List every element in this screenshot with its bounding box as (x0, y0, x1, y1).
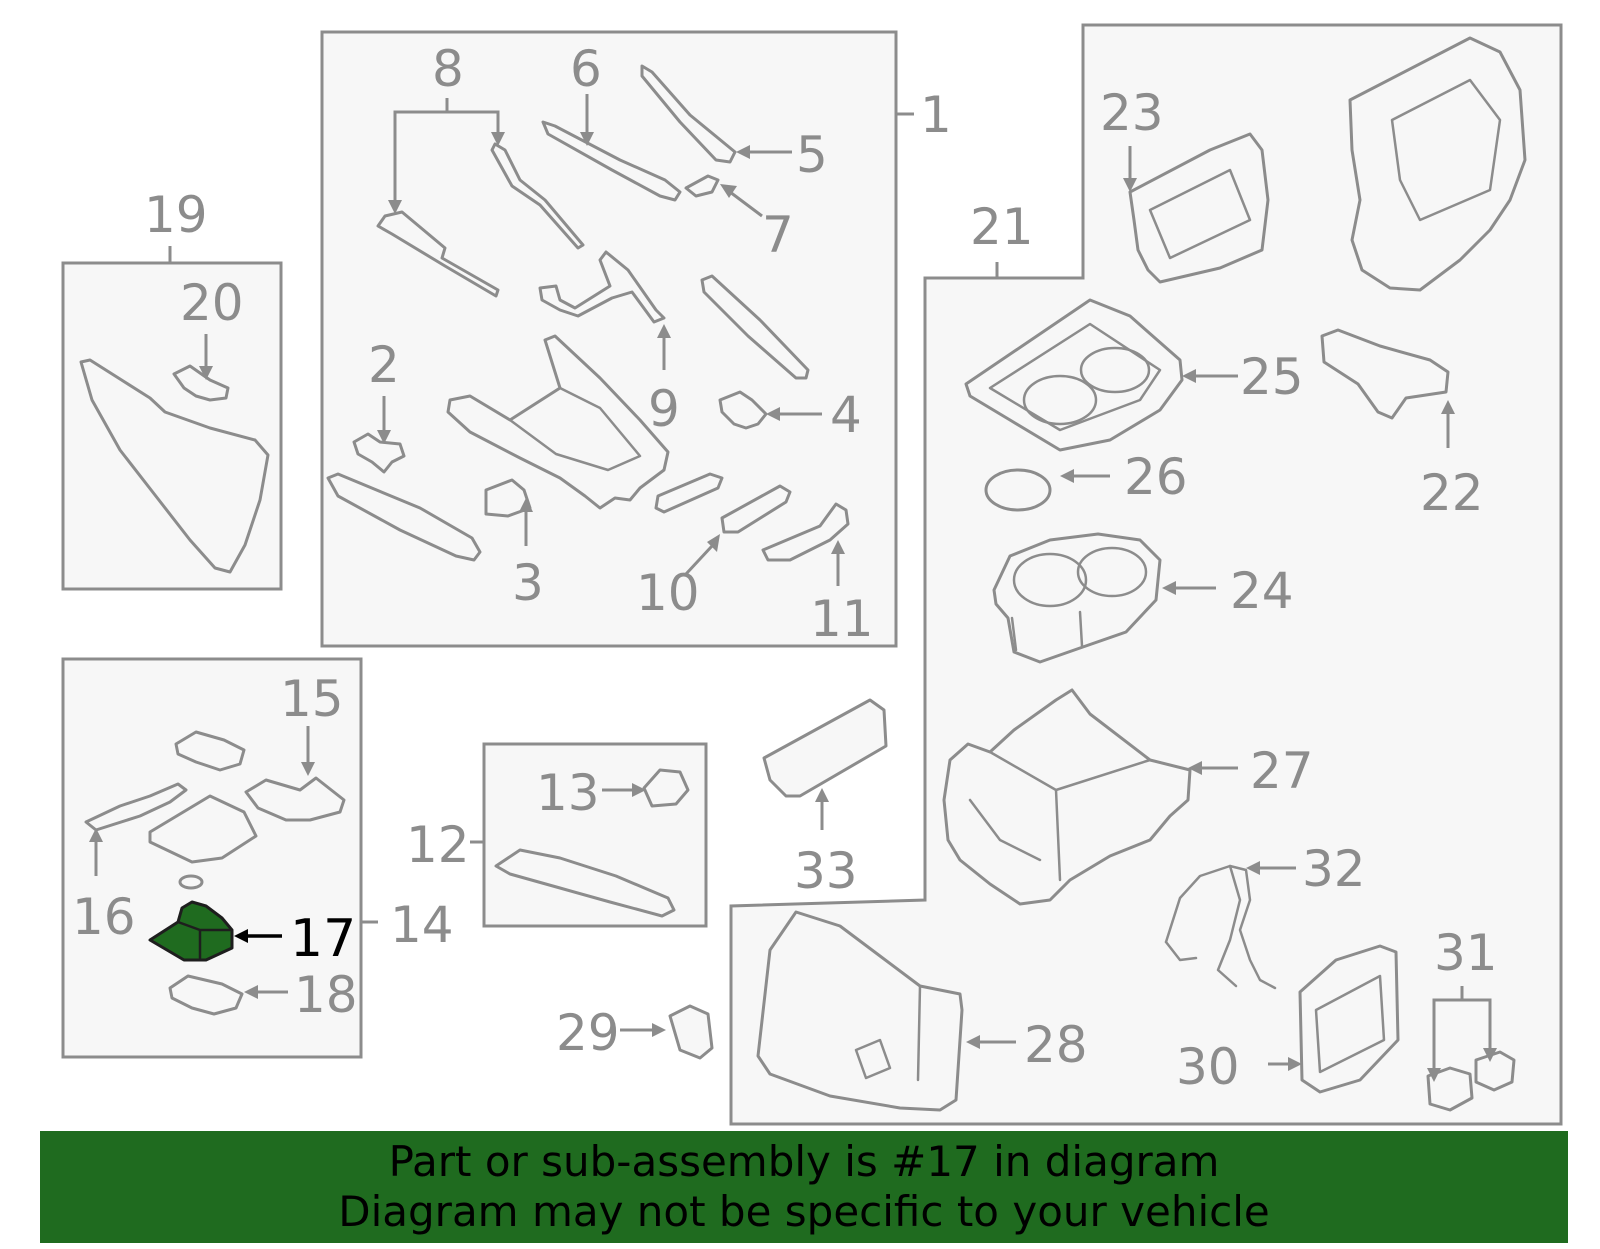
part-16 (84, 782, 188, 832)
part-25 (964, 298, 1184, 452)
leader-lines (89, 94, 1497, 1082)
callout-30: 30 (1176, 1038, 1240, 1096)
callout-labels: 1 2 3 4 5 6 7 8 9 10 11 12 13 14 15 16 1… (72, 40, 1498, 1096)
callout-8: 8 (432, 40, 464, 98)
callout-3: 3 (512, 554, 544, 612)
callout-23: 23 (1100, 84, 1164, 142)
callout-6: 6 (570, 40, 602, 98)
part-console-top-trim (1348, 36, 1527, 292)
callout-31: 31 (1434, 924, 1498, 982)
part-30 (1298, 944, 1400, 1094)
part-console-panel (326, 472, 482, 562)
part-4 (718, 390, 768, 430)
callout-19: 19 (144, 186, 208, 244)
part-32 (1164, 864, 1277, 990)
part-23 (1128, 132, 1270, 284)
callout-28: 28 (1024, 1016, 1088, 1074)
part-14-tray (148, 794, 258, 864)
callout-15: 15 (280, 670, 344, 728)
part-13 (642, 768, 690, 808)
part-29 (668, 1004, 714, 1060)
banner-line-part-number: Part or sub-assembly is #17 in diagram (388, 1137, 1220, 1186)
part-24 (992, 532, 1162, 664)
callout-1: 1 (920, 86, 952, 144)
banner-line-disclaimer: Diagram may not be specific to your vehi… (338, 1187, 1270, 1236)
part-14-ring (178, 874, 204, 890)
callout-32: 32 (1302, 840, 1366, 898)
callout-25: 25 (1240, 348, 1304, 406)
callout-24: 24 (1230, 562, 1294, 620)
part-33 (762, 698, 888, 798)
part-18 (168, 974, 244, 1016)
part-26 (984, 468, 1052, 512)
callout-22: 22 (1420, 464, 1484, 522)
part-17-highlighted (148, 900, 234, 962)
callout-20: 20 (180, 274, 244, 332)
part-15-lid (174, 730, 246, 772)
part-2 (352, 432, 406, 474)
callout-18: 18 (294, 966, 358, 1024)
part-console-rail (700, 274, 810, 380)
callout-29: 29 (556, 1004, 620, 1062)
part-22 (1320, 328, 1450, 420)
callout-21: 21 (970, 198, 1034, 256)
part-12-armrest-pad (494, 848, 676, 918)
info-banner: Part or sub-assembly is #17 in diagram D… (40, 1131, 1568, 1243)
leader-17-highlighted (234, 929, 282, 943)
callout-26: 26 (1124, 448, 1188, 506)
part-15 (244, 776, 346, 822)
callout-16: 16 (72, 888, 136, 946)
callout-13: 13 (536, 764, 600, 822)
part-28 (756, 910, 964, 1112)
assembly-box-1 (320, 30, 898, 648)
part-10 (654, 472, 792, 534)
callout-17-highlighted: 17 (290, 909, 356, 969)
callout-14: 14 (390, 896, 454, 954)
part-5 (640, 64, 737, 164)
callout-4: 4 (830, 386, 862, 444)
part-31 (1426, 1050, 1516, 1112)
part-8 (376, 142, 585, 298)
part-shifter-bezel (446, 334, 670, 510)
part-9 (538, 250, 666, 324)
callout-11: 11 (810, 590, 874, 648)
callout-10: 10 (636, 564, 700, 622)
callout-12: 12 (406, 816, 470, 874)
callout-7: 7 (762, 206, 794, 264)
callout-9: 9 (648, 380, 680, 438)
part-7 (684, 174, 720, 198)
part-11 (761, 502, 850, 562)
callout-33: 33 (794, 842, 858, 900)
callout-27: 27 (1250, 742, 1314, 800)
part-27 (942, 688, 1192, 906)
part-19-side-panel (79, 358, 270, 574)
callout-5: 5 (796, 126, 828, 184)
part-20 (172, 364, 230, 402)
callout-2: 2 (368, 336, 400, 394)
